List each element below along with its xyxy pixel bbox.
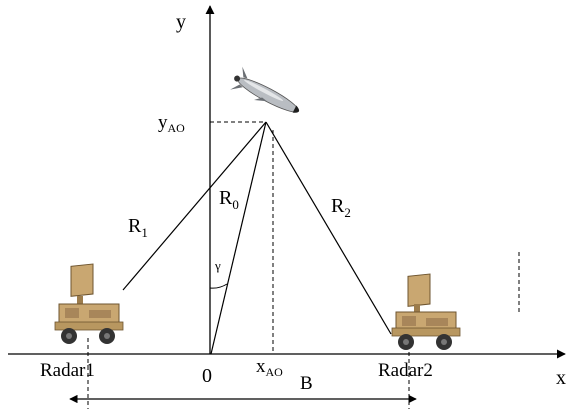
radar-vehicle-icon — [54, 263, 124, 344]
y-ao-subscript: AO — [168, 121, 186, 135]
r2-label: R2 — [331, 195, 351, 220]
origin-label: 0 — [202, 365, 212, 387]
range-line-r0 — [210, 121, 267, 355]
range-line-r1 — [122, 121, 267, 291]
radar2-label: Radar2 — [378, 360, 433, 381]
y-ao-label: yAO — [158, 112, 185, 135]
gamma-angle-arc — [209, 283, 228, 289]
gamma-label: γ — [214, 258, 221, 273]
x-axis-label: x — [556, 367, 566, 389]
r1-label: R1 — [128, 215, 148, 240]
baseline-label: B — [300, 373, 313, 394]
range-line-r2 — [265, 121, 392, 335]
x-ao-label: xAO — [256, 356, 283, 379]
radar-vehicle-icon — [391, 273, 461, 350]
missile-icon — [230, 66, 300, 113]
x-ao-subscript: AO — [266, 365, 284, 379]
r0-label: R0 — [219, 187, 239, 212]
y-axis-label: y — [176, 11, 186, 33]
radar1-label: Radar1 — [40, 360, 95, 381]
